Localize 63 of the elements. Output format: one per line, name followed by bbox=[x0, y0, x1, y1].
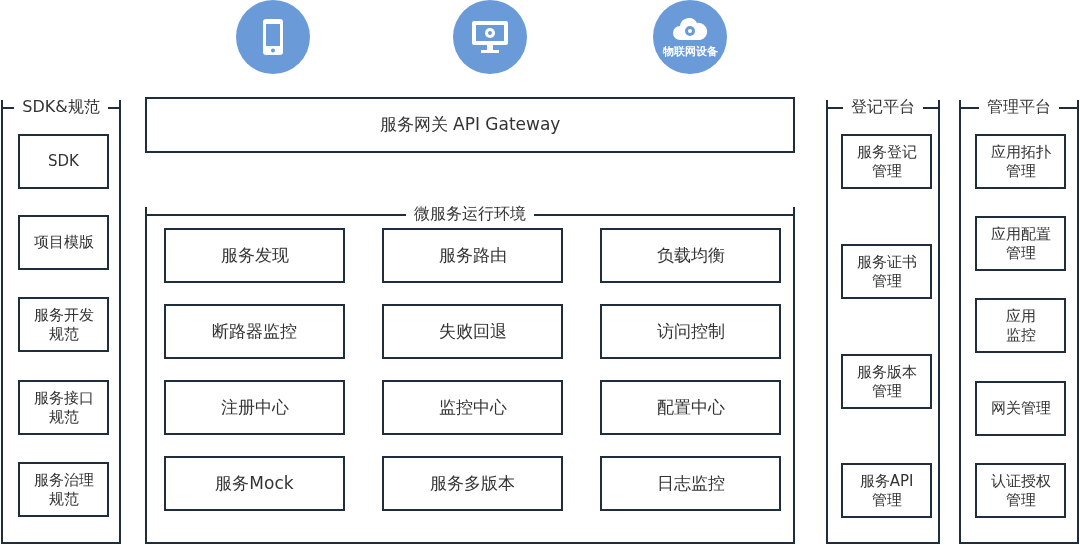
module-box bbox=[975, 463, 1066, 518]
group-frame bbox=[145, 207, 795, 544]
group-frame bbox=[959, 100, 1079, 544]
box-label: 服务版本管理 bbox=[855, 362, 918, 401]
module-box bbox=[975, 381, 1066, 436]
box-label: 项目模版 bbox=[33, 233, 94, 252]
box-label: 配置中心 bbox=[656, 396, 725, 419]
box-label: 服务多版本 bbox=[430, 472, 515, 495]
device-label: 物联网设备 bbox=[662, 45, 718, 57]
box-label: 监控中心 bbox=[438, 396, 507, 419]
box-label: 应用监控 bbox=[1004, 306, 1037, 345]
module-box bbox=[18, 380, 109, 435]
module-box bbox=[18, 297, 109, 352]
module-box bbox=[600, 304, 781, 359]
module-box bbox=[164, 456, 345, 511]
module-box bbox=[164, 304, 345, 359]
box-label: 认证授权管理 bbox=[989, 471, 1052, 510]
module-box bbox=[975, 298, 1066, 353]
module-box bbox=[841, 354, 932, 409]
box-label: 失败回退 bbox=[438, 320, 507, 343]
module-box bbox=[841, 134, 932, 189]
module-box bbox=[600, 380, 781, 435]
module-box bbox=[600, 228, 781, 283]
box-label: SDK bbox=[48, 152, 79, 171]
module-box bbox=[382, 380, 563, 435]
box-label: 负载均衡 bbox=[656, 244, 725, 267]
module-box bbox=[382, 228, 563, 283]
box-label: 应用拓扑管理 bbox=[989, 142, 1052, 181]
box-label: 注册中心 bbox=[220, 396, 289, 419]
box-label: 服务登记管理 bbox=[855, 142, 918, 181]
module-box bbox=[841, 463, 932, 518]
box-label: 网关管理 bbox=[990, 399, 1051, 418]
group-heading: 管理平台 bbox=[986, 99, 1052, 115]
gateway-box bbox=[145, 97, 795, 153]
box-label: 应用配置管理 bbox=[989, 224, 1052, 263]
module-box bbox=[382, 304, 563, 359]
box-label: 服务API管理 bbox=[858, 471, 915, 510]
module-box bbox=[382, 456, 563, 511]
group-heading: 登记平台 bbox=[850, 99, 916, 115]
module-box bbox=[600, 456, 781, 511]
group-heading: 微服务运行环境 bbox=[413, 206, 527, 222]
group-frame bbox=[1, 100, 121, 544]
box-label: 服务接口规范 bbox=[32, 388, 95, 427]
module-box bbox=[841, 244, 932, 299]
box-label: 服务治理规范 bbox=[32, 470, 95, 509]
box-label: 访问控制 bbox=[656, 320, 725, 343]
box-label: 日志监控 bbox=[656, 472, 725, 495]
box-label: 服务Mock bbox=[215, 472, 294, 495]
module-box bbox=[164, 380, 345, 435]
box-label: 服务路由 bbox=[438, 244, 507, 267]
module-box bbox=[18, 215, 109, 270]
box-label: 服务开发规范 bbox=[32, 305, 95, 344]
group-frame bbox=[826, 100, 940, 544]
module-box bbox=[164, 228, 345, 283]
box-label: 服务发现 bbox=[220, 244, 289, 267]
box-label: 服务网关 API Gateway bbox=[379, 114, 561, 136]
group-heading: SDK&规范 bbox=[21, 99, 101, 115]
module-box bbox=[18, 462, 109, 517]
box-label: 断路器监控 bbox=[212, 320, 297, 343]
module-box bbox=[18, 134, 109, 189]
module-box bbox=[975, 216, 1066, 271]
module-box bbox=[975, 134, 1066, 189]
box-label: 服务证书管理 bbox=[855, 252, 918, 291]
